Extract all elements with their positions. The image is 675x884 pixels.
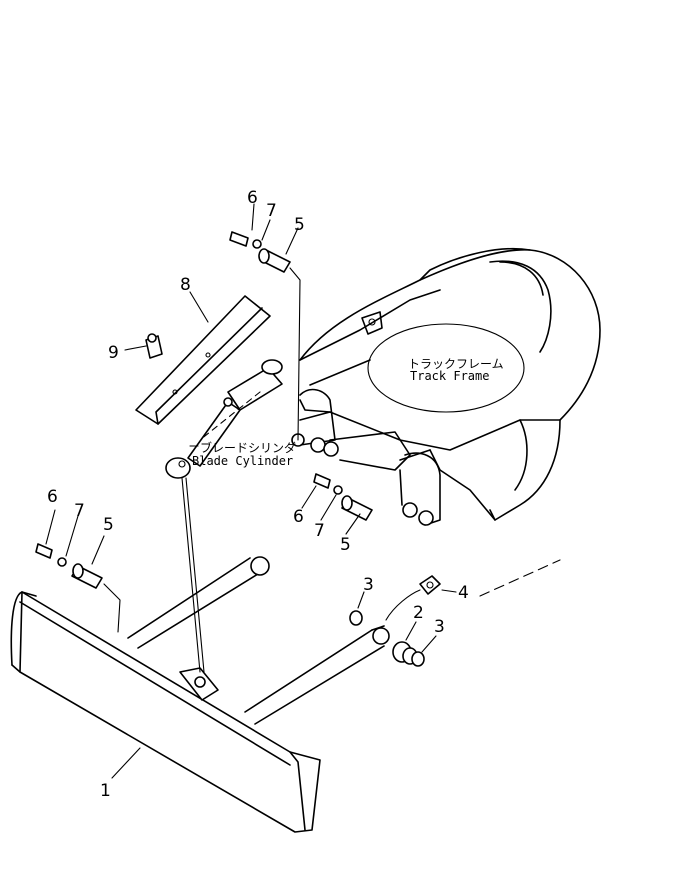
track-frame-label-en: Track Frame: [410, 369, 489, 383]
blade-cylinder-label-jp: ブレードシリンダ: [200, 440, 296, 455]
part-number-9: 9: [108, 343, 119, 363]
blade-cylinder: [165, 359, 283, 479]
fasteners-right: [349, 575, 441, 667]
part-number-8: 8: [180, 275, 191, 295]
blade: [10, 591, 321, 833]
part-number-7-middle: 7: [314, 521, 325, 541]
fasteners-middle: [313, 473, 373, 521]
part-number-6-left: 6: [47, 487, 58, 507]
labels: トラックフレーム Track Frame ブレードシリンダ Blade Cyli…: [192, 357, 504, 468]
bolt-9: [145, 333, 163, 359]
cover-plate: [135, 295, 271, 425]
part-number-2: 2: [413, 603, 424, 623]
part-number-5-left: 5: [103, 515, 114, 535]
part-number-6-top: 6: [247, 188, 258, 208]
part-number-5-top: 5: [294, 215, 305, 235]
part-numbers: 1 2 3 3 4 5 5 5 6 6 6 7 7 7 8 9: [47, 188, 469, 801]
part-number-7-top: 7: [266, 201, 277, 221]
blade-cylinder-label-en: Blade Cylinder: [192, 454, 293, 468]
part-number-5-middle: 5: [340, 535, 351, 555]
track-frame-label-jp: トラックフレーム: [408, 357, 504, 371]
push-arms: [127, 556, 390, 725]
part-number-1: 1: [100, 781, 111, 801]
fasteners-left: [35, 543, 103, 589]
leader-lines: [45, 203, 561, 779]
part-number-7-left: 7: [74, 501, 85, 521]
part-number-4: 4: [458, 583, 469, 603]
part-number-3-lower: 3: [434, 617, 445, 637]
part-number-3-upper: 3: [363, 575, 374, 595]
fasteners-top: [229, 231, 291, 273]
track-frame: [291, 247, 601, 526]
part-number-6-middle: 6: [293, 507, 304, 527]
